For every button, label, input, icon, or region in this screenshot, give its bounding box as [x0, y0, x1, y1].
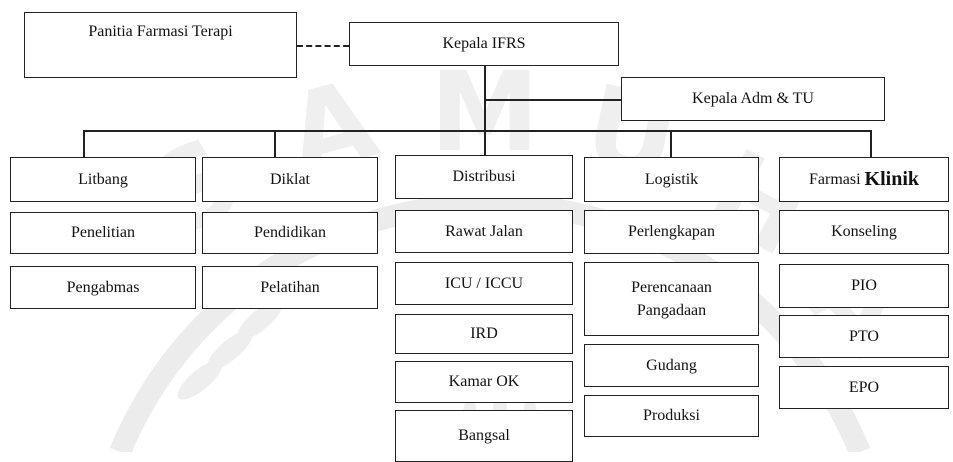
- dept-header-label: Logistik: [644, 170, 699, 188]
- unit-label: Pelatihan: [260, 278, 320, 296]
- unit-label: PIO: [851, 277, 877, 295]
- admin-box: Kepala Adm & TU: [621, 77, 885, 121]
- diklat-connector: [274, 130, 276, 157]
- unit-box: Bangsal: [395, 410, 573, 462]
- unit-label: Pendidikan: [254, 224, 326, 242]
- committee-label: Panitia Farmasi Terapi: [88, 23, 233, 40]
- unit-label: Bangsal: [458, 427, 510, 445]
- unit-box: PIO: [779, 264, 949, 308]
- unit-label: PTO: [849, 327, 879, 345]
- dept-header-label: Diklat: [270, 170, 310, 188]
- unit-box: ICU / ICCU: [395, 262, 573, 305]
- dept-header-diklat: Diklat: [202, 157, 378, 202]
- admin-connector: [484, 99, 621, 101]
- head-label: Kepala IFRS: [442, 35, 526, 53]
- admin-label: Kepala Adm & TU: [692, 90, 814, 108]
- dept-header-distribusi: Distribusi: [395, 155, 573, 199]
- dept-header-label: Litbang: [78, 170, 128, 188]
- unit-box: Perlengkapan: [584, 210, 759, 254]
- unit-label: ICU / ICCU: [444, 274, 524, 292]
- distribusi-connector: [484, 130, 486, 155]
- head-down-connector: [484, 64, 486, 130]
- unit-label: Gudang: [646, 356, 697, 374]
- advisory-dashed-connector: [297, 45, 349, 47]
- unit-box: Gudang: [584, 344, 759, 387]
- dept-header-emphasis: Klinik: [864, 168, 920, 190]
- dept-header-litbang: Litbang: [10, 157, 196, 202]
- unit-label: Konseling: [831, 223, 897, 241]
- unit-box: Perencanaan Pangadaan: [584, 262, 759, 336]
- unit-label: Kamar OK: [448, 373, 520, 391]
- unit-label: Pengabmas: [66, 278, 140, 296]
- dept-header-logistik: Logistik: [584, 157, 759, 202]
- org-chart: S A M U H A Panitia Farmasi Terapi Kepal…: [10, 12, 949, 462]
- svg-text:H: H: [688, 125, 829, 281]
- unit-label: Perencanaan Pangadaan: [631, 278, 712, 319]
- dept-header-farmasi-klinik: Farmasi Klinik: [779, 157, 949, 202]
- unit-box: Pengabmas: [10, 266, 196, 309]
- unit-box: IRD: [395, 314, 573, 354]
- head-box: Kepala IFRS: [349, 22, 619, 66]
- unit-label: IRD: [470, 325, 498, 343]
- unit-label: Rawat Jalan: [445, 222, 523, 240]
- unit-box: EPO: [779, 366, 949, 409]
- unit-box: Pendidikan: [202, 212, 378, 254]
- litbang-connector: [83, 130, 85, 157]
- unit-box: PTO: [779, 315, 949, 358]
- departments-horizontal-connector: [83, 130, 872, 132]
- unit-box: Rawat Jalan: [395, 210, 573, 253]
- unit-box: Konseling: [779, 210, 949, 254]
- unit-box: Produksi: [584, 395, 759, 437]
- unit-label: Produksi: [643, 407, 700, 425]
- committee-box: Panitia Farmasi Terapi: [24, 12, 297, 78]
- unit-label: Penelitian: [71, 224, 135, 242]
- logistik-connector: [670, 130, 672, 157]
- unit-box: Pelatihan: [202, 266, 378, 309]
- unit-label: Perlengkapan: [627, 223, 716, 241]
- unit-label: EPO: [848, 378, 880, 396]
- dept-header-label: Farmasi: [808, 170, 861, 188]
- unit-box: Penelitian: [10, 212, 196, 254]
- farmasi-klinik-connector: [870, 130, 872, 157]
- dept-header-label: Distribusi: [452, 168, 516, 186]
- unit-box: Kamar OK: [395, 361, 573, 403]
